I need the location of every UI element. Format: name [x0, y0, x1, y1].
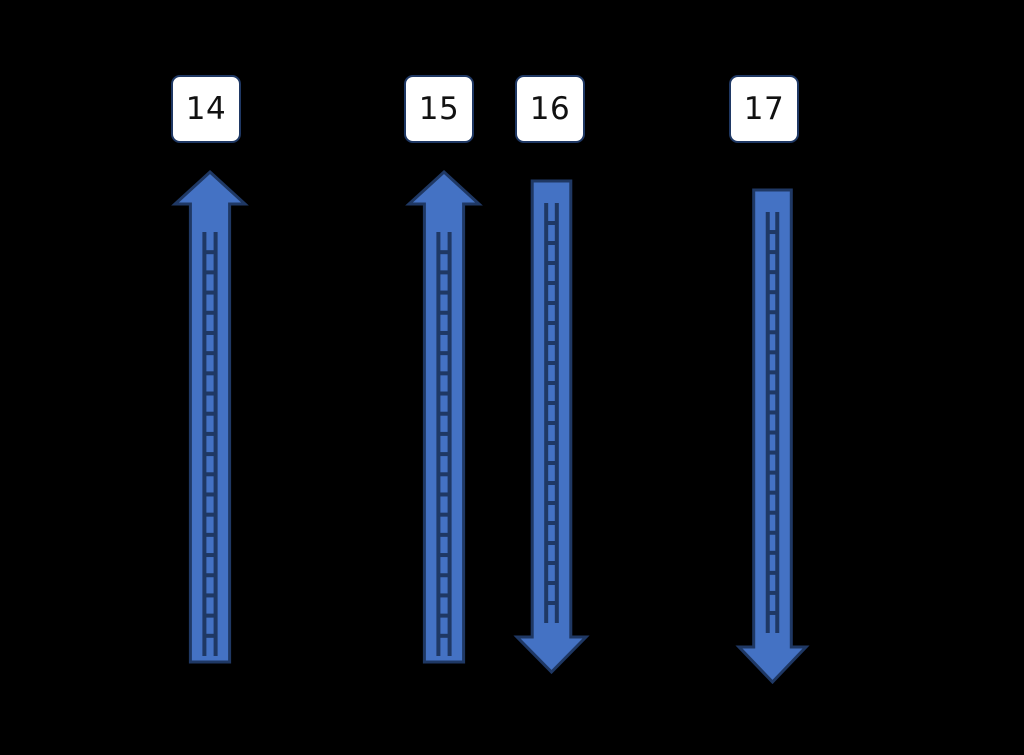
- arrow-label-text: 15: [418, 90, 460, 127]
- arrow-label-text: 14: [185, 90, 227, 127]
- arrow-14-body: [171, 169, 249, 664]
- arrow-label-14: 14: [171, 75, 241, 143]
- arrow-label-17: 17: [729, 75, 799, 143]
- arrow-15-ladder: [436, 232, 452, 656]
- arrow-label-16: 16: [515, 75, 585, 143]
- arrow-label-text: 17: [743, 90, 785, 127]
- arrow-14-ladder: [202, 232, 218, 656]
- arrow-15-body: [405, 169, 483, 664]
- arrow-label-15: 15: [404, 75, 474, 143]
- arrow-16-body: [513, 179, 590, 675]
- arrow-label-text: 16: [529, 90, 571, 127]
- arrow-17-ladder: [765, 212, 780, 633]
- arrow-16-ladder: [544, 203, 559, 623]
- arrow-17-body: [735, 188, 810, 685]
